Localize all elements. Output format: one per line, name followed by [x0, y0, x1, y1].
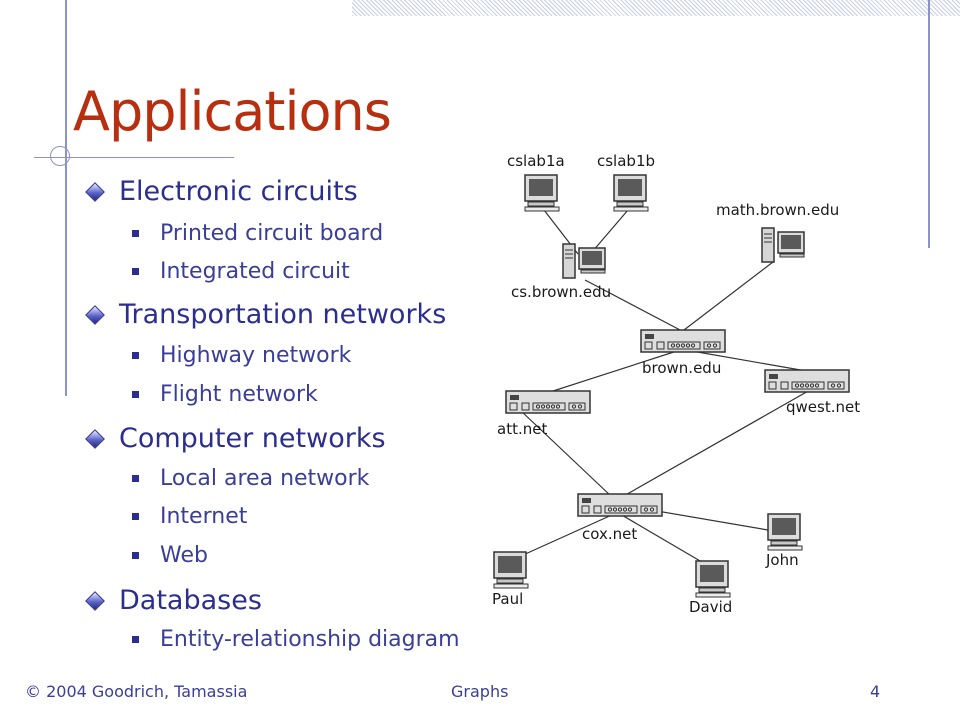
edge-cox-david — [619, 513, 708, 566]
node-john: John — [765, 513, 803, 569]
node-label: Paul — [492, 590, 523, 608]
edge-cs-brown — [584, 279, 683, 332]
node-label: David — [689, 598, 732, 616]
node-paul: Paul — [492, 551, 529, 608]
right-accent-line — [928, 0, 930, 248]
sub-bullet-web: Web — [132, 543, 208, 568]
bullet-electronic-circuits: Electronic circuits — [85, 176, 358, 207]
square-bullet-icon — [132, 268, 139, 275]
sub-bullet-text: Integrated circuit — [160, 259, 350, 284]
node-cslab1a: cslab1a — [507, 152, 565, 212]
node-label: cs.brown.edu — [511, 283, 611, 301]
workstation-icon — [613, 174, 649, 212]
sub-bullet-flight-network: Flight network — [132, 382, 318, 407]
edge-math-brown — [683, 261, 774, 331]
square-bullet-icon — [132, 475, 139, 482]
node-label: brown.edu — [642, 359, 721, 377]
router-icon — [764, 369, 850, 393]
sub-bullet-text: Local area network — [160, 466, 370, 491]
footer-topic: Graphs — [451, 682, 509, 701]
edge-qwest-cox — [621, 389, 811, 498]
slide-title: Applications — [73, 80, 392, 143]
workstation-icon — [767, 513, 803, 551]
node-label: math.brown.edu — [716, 201, 839, 219]
bullet-transportation-networks: Transportation networks — [85, 299, 447, 330]
title-underline — [34, 157, 234, 158]
node-cs-brown-edu: cs.brown.edu — [511, 243, 611, 301]
bullet-heading: Databases — [119, 585, 262, 616]
server-icon — [562, 243, 606, 279]
square-bullet-icon — [132, 636, 139, 643]
bullet-heading: Computer networks — [119, 423, 386, 454]
node-label: qwest.net — [786, 398, 860, 416]
node-math-brown-edu: math.brown.edu — [716, 201, 839, 263]
node-label: cox.net — [582, 525, 637, 543]
square-bullet-icon — [132, 391, 139, 398]
bullet-list: Electronic circuits Printed circuit boar… — [85, 176, 460, 652]
square-bullet-icon — [132, 552, 139, 559]
edge-cox-paul — [511, 513, 615, 561]
workstation-icon — [695, 560, 731, 598]
sub-bullet-integrated-circuit: Integrated circuit — [132, 259, 350, 284]
sub-bullet-highway-network: Highway network — [132, 343, 351, 368]
bullet-heading: Transportation networks — [119, 299, 447, 330]
node-cox-net: cox.net — [577, 493, 663, 543]
edge-cslab1b-cs — [591, 209, 629, 253]
node-cslab1b: cslab1b — [597, 152, 655, 212]
bullet-heading: Electronic circuits — [119, 176, 358, 207]
header-pattern-band — [352, 0, 960, 16]
sub-bullet-printed-circuit-board: Printed circuit board — [132, 221, 383, 246]
sub-bullet-internet: Internet — [132, 504, 247, 529]
node-att-net: att.net — [497, 390, 591, 438]
sub-bullet-text: Web — [160, 543, 208, 568]
node-label: cslab1b — [597, 152, 655, 170]
edge-brown-att — [549, 349, 681, 393]
node-brown-edu: brown.edu — [640, 329, 726, 377]
sub-bullet-text: Entity-relationship diagram — [160, 627, 460, 652]
server-icon — [761, 227, 805, 263]
node-david: David — [689, 560, 732, 616]
node-label: att.net — [497, 420, 547, 438]
sub-bullet-text: Flight network — [160, 382, 318, 407]
node-label: cslab1a — [507, 152, 565, 170]
node-qwest-net: qwest.net — [764, 369, 860, 416]
footer-copyright: © 2004 Goodrich, Tamassia — [25, 682, 248, 701]
node-label: John — [765, 551, 799, 569]
router-icon — [505, 390, 591, 414]
sub-bullet-entity-relationship-diagram: Entity-relationship diagram — [132, 627, 460, 652]
sub-bullet-text: Internet — [160, 504, 248, 529]
square-bullet-icon — [132, 352, 139, 359]
sub-bullet-text: Highway network — [160, 343, 352, 368]
footer-page-number: 4 — [870, 682, 881, 701]
edge-att-cox — [519, 409, 613, 498]
bullet-databases: Databases — [85, 585, 262, 616]
square-bullet-icon — [132, 513, 139, 520]
accent-ring — [50, 146, 70, 166]
workstation-icon — [493, 551, 529, 589]
square-bullet-icon — [132, 230, 139, 237]
bullet-computer-networks: Computer networks — [85, 423, 386, 454]
edge-brown-qwest — [685, 349, 813, 373]
router-icon — [640, 329, 726, 353]
sub-bullet-local-area-network: Local area network — [132, 466, 369, 491]
sub-bullet-text: Printed circuit board — [160, 221, 384, 246]
workstation-icon — [524, 174, 560, 212]
network-edges — [511, 209, 813, 566]
router-icon — [577, 493, 663, 517]
left-accent-line — [65, 0, 67, 396]
